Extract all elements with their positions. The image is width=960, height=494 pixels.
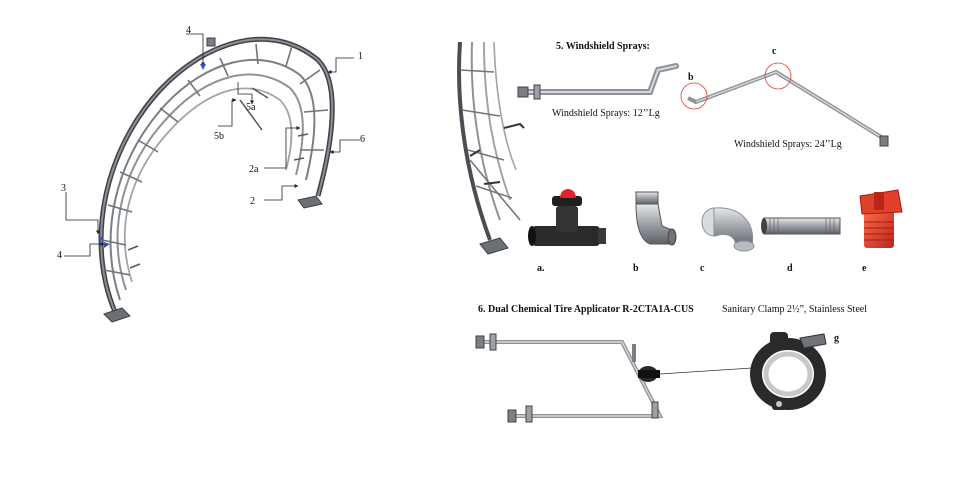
arch-detail-fragment	[457, 41, 525, 255]
windshield-spray-24-label: Windshield Sprays: 24’’Lg	[734, 139, 842, 150]
callout-4-top: 4	[186, 25, 191, 36]
part-b-street-elbow-image	[635, 191, 677, 246]
callout-2: 2	[250, 196, 255, 207]
windshield-sprays-heading: 5. Windshield Sprays:	[556, 41, 650, 52]
windshield-callout-c: c	[772, 46, 777, 57]
clamp-callout-g: g	[834, 333, 839, 344]
arch-base-plate-right	[297, 195, 323, 209]
arch-inner-ring-3	[123, 87, 293, 283]
part-b-label: b	[633, 263, 639, 274]
part-c-elbow-fitting-image	[701, 207, 755, 252]
arch-inner-ring-2	[116, 73, 304, 291]
part-a-check-valve-image	[528, 189, 606, 246]
callout-2a: 2a	[249, 164, 259, 175]
sanitary-clamp-label: Sanitary Clamp 2½”, Stainless Steel	[722, 304, 867, 315]
part-e-spray-nozzle-image	[859, 189, 903, 248]
callout-3: 3	[61, 183, 66, 194]
callout-6: 6	[360, 134, 365, 145]
arch-outer-frame	[98, 36, 335, 313]
callout-5b: 5b	[214, 131, 224, 142]
windshield-spray-12-label: Windshield Sprays: 12’’Lg	[552, 108, 660, 119]
tire-applicator-heading: 6. Dual Chemical Tire Applicator R-2CTA1…	[478, 304, 694, 315]
tire-applicator-assembly	[475, 333, 753, 423]
arch-assembly	[64, 33, 360, 323]
arch-inner-ring-1	[109, 59, 316, 301]
windshield-callout-b: b	[688, 72, 694, 83]
part-c-label: c	[700, 263, 705, 274]
callout-4-bottom: 4	[57, 250, 62, 261]
sanitary-clamp-image	[750, 332, 827, 410]
part-e-label: e	[862, 263, 867, 274]
windshield-spray-12in	[517, 63, 679, 100]
callout-1: 1	[358, 51, 363, 62]
part-a-label: a.	[537, 263, 545, 274]
part-d-pipe-nipple-image	[761, 217, 841, 235]
arch-base-plate-left	[103, 307, 131, 323]
part-d-label: d	[787, 263, 793, 274]
callout-5a: 5a	[246, 102, 256, 113]
windshield-spray-24in	[680, 62, 889, 147]
